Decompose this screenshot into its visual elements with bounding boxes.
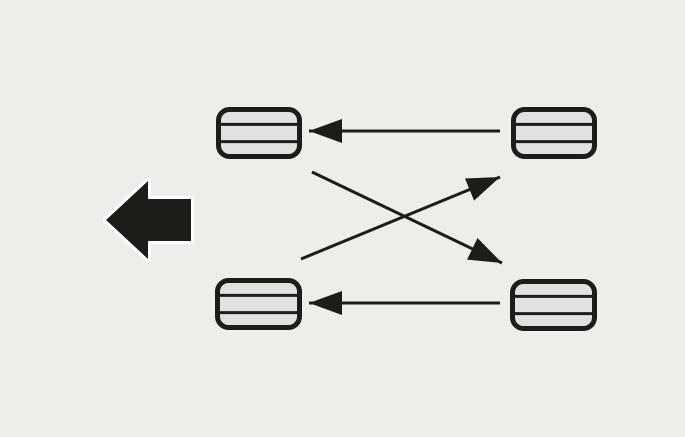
arrow-top-left-to-bottom-right [311, 170, 503, 265]
tire-icon-top-right-body [511, 107, 597, 159]
tire-icon-top-left-body [216, 107, 302, 159]
tire-icon-top-left [216, 107, 302, 159]
arrow-bottom-left-to-top-right [300, 175, 501, 261]
travel-direction-left-arrow [103, 178, 194, 262]
tire-icon-top-right [511, 107, 597, 159]
tire-icon-bottom-left [215, 278, 302, 330]
tire-icon-bottom-left-body [215, 278, 302, 330]
tire-icon-bottom-right-body [510, 279, 597, 331]
tire-icon-bottom-right [510, 279, 597, 331]
